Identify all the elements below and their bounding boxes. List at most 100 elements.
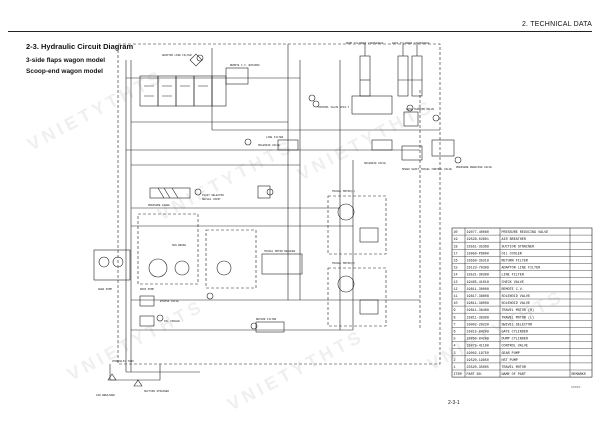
- parts-table-cell: 19551-35368: [467, 245, 489, 249]
- parts-table-header-cell: NAME OF PART: [502, 373, 526, 377]
- label-pressure-reducing: PRESSURE REDUCING VALVE: [456, 166, 492, 169]
- parts-table-cell: 13: [454, 281, 458, 285]
- section-header: 2. TECHNICAL DATA: [521, 21, 592, 28]
- parts-table-cell: TRAVEL MOTOR (R): [502, 308, 535, 313]
- label-air-breather: AIR BREATHER: [96, 394, 115, 397]
- parts-table-cell: PRESSURE REDUCING VALVE: [502, 231, 549, 235]
- page-title: 2-3. Hydraulic Circuit Diagram: [26, 42, 134, 51]
- parts-table-cell: 19860-84208: [467, 338, 489, 342]
- parts-table-cell: SWIVEL SELECTOR: [502, 323, 533, 327]
- parts-table-cell: DUMP CYLINDER: [502, 338, 528, 342]
- parts-table-cell: 16: [454, 260, 458, 264]
- parts-table-header-cell: REMARKS: [572, 373, 586, 377]
- parts-table-cell: 2: [454, 359, 456, 363]
- gate-cylinder-symbol: [397, 44, 423, 97]
- parts-table-cell: 19815-84208: [467, 331, 489, 335]
- page-number: 2-3-1: [448, 400, 460, 406]
- parts-table-cell: SOLENOID VALVE: [502, 302, 531, 306]
- parts-table-cell: GATE CYLINDER: [502, 331, 528, 335]
- speed-shift-valve-symbol: [401, 145, 423, 161]
- gate-tension-valve-symbol: [403, 111, 419, 127]
- parts-table-cell: GEAR PUMP: [502, 352, 520, 356]
- travel-motor-left-symbol: [327, 195, 387, 255]
- label-pilot-selector: PILOT SELECTOR: [202, 194, 224, 197]
- remote-cv-symbol: [225, 67, 249, 85]
- subtitle-scoop-end: Scoop-end wagon model: [26, 68, 103, 75]
- label-gate-cylinder: GATE CYLINDER VIG6500000: [392, 42, 430, 45]
- travel-motor-right-symbol: [327, 267, 387, 327]
- parts-table-cell: 19002-19750: [467, 352, 489, 356]
- parts-table-cell: 19123-70308: [467, 267, 489, 271]
- label-travel-motor-r: TRAVEL MOTOR(R): [332, 261, 356, 265]
- parts-table-cell: 9: [454, 309, 456, 313]
- label-travel-motor-l: TRAVEL MOTOR(L): [332, 189, 356, 193]
- label-feed-pump: FEED PUMP: [98, 288, 112, 291]
- parts-table-cell: 19811-38408: [467, 309, 489, 313]
- parts-table-cell: 19465-41018: [467, 281, 489, 285]
- parts-table-cell: 17: [454, 252, 458, 256]
- parts-table-cell: 18: [454, 245, 458, 249]
- parts-table-cell: AIR BREATHER: [502, 238, 526, 242]
- label-solenoid-valve: SOLENOID VALVE: [258, 144, 280, 147]
- parts-table-cell: 20: [454, 231, 458, 235]
- pilot-selector-symbol: [149, 187, 191, 199]
- parts-table-cell: LINE FILTER: [502, 274, 524, 278]
- circuit-boundary: [117, 43, 441, 365]
- parts-table-header-cell: PART NO.: [467, 373, 483, 377]
- parts-table-cell: 10: [454, 302, 458, 306]
- parts-table-cell: 23520-35005: [467, 366, 489, 370]
- hydraulic-tank-symbol: [109, 364, 161, 381]
- control-valve-bank: [139, 75, 227, 107]
- parts-table-cell: ADAPTOR LINE FILTER: [502, 267, 541, 271]
- parts-table-header-cell: ITEM: [454, 373, 462, 377]
- main-pump-group: [137, 213, 199, 285]
- parts-table-cell: 7: [454, 323, 456, 327]
- pressure-reducing-valve-symbol: [431, 139, 455, 157]
- main-pump-symbol: [148, 258, 168, 278]
- parts-table-cell: TRAVEL MOTOR (L): [502, 315, 535, 320]
- oil-cooler-symbol: [139, 315, 155, 327]
- parts-table-cell: HST PUMP: [502, 359, 518, 363]
- label-gate-tension: GATE TENSION VALVE: [406, 108, 434, 111]
- parts-table-cell: REMOTE C.V.: [502, 288, 524, 292]
- label-speed-shift: SPEED SHIFT TRAVEL CONTROL VALVE: [402, 168, 452, 171]
- parts-table-cell: 6: [454, 331, 456, 335]
- parts-table-cell: RETURN FILTER: [502, 260, 528, 264]
- parts-table-cell: 19811-30008: [467, 288, 489, 292]
- dump-cylinder-symbol: [359, 44, 371, 97]
- parts-table-cell: CHECK VALVE: [502, 281, 524, 285]
- parts-table-cell: 8: [454, 316, 456, 320]
- parts-table-cell: 5: [454, 338, 456, 342]
- label-bypass-valve: BYPASS VALVE: [160, 300, 179, 303]
- solenoid-valve-2-symbol: [371, 139, 393, 151]
- parts-table-cell: TRAVEL MOTOR: [502, 366, 526, 370]
- parts-table-cell: 19077-40060: [467, 231, 489, 235]
- label-control-valve: CONTROL VALVE VP01-7: [318, 106, 350, 109]
- parts-table-cell: 14: [454, 274, 458, 278]
- suction-strainer-symbol: [133, 379, 143, 387]
- line-filter-symbol: [257, 185, 271, 199]
- parts-table-cell: 19811-38008: [467, 302, 489, 306]
- label-main-pump: MAIN PUMP: [140, 288, 154, 291]
- parts-table-cell: 19811-38308: [467, 316, 489, 320]
- parts-table-cell: 15: [454, 267, 458, 271]
- parts-table-cell: 1: [454, 366, 456, 370]
- label-hydraulic-tank: HYDRAULIC TANK: [112, 360, 134, 363]
- parts-table-cell: OIL COOLER: [502, 252, 522, 256]
- parts-table-cell: 19875-41100: [467, 345, 489, 349]
- air-breather-symbol: [107, 373, 117, 381]
- parts-table-cell: 19520-19850: [467, 359, 489, 363]
- label-remote-cv: REMOTE C.V. BOYADOZ: [230, 64, 260, 67]
- parts-table-cell: 19950-P6000: [467, 252, 489, 256]
- header-rule: [8, 31, 592, 32]
- return-filter-symbol: [255, 321, 285, 333]
- parts-table-cell: 19002-29220: [467, 323, 489, 327]
- parts-table-cell: 19: [454, 238, 458, 242]
- parts-table-cell: 19817-38608: [467, 295, 489, 299]
- label-line-filter: LINE FILTER: [266, 136, 284, 139]
- solenoid-valve-symbol: [277, 139, 299, 151]
- travel-motor-reducer-box: [261, 253, 303, 275]
- label-pressure-gauge: PRESSURE GAUGE: [148, 204, 170, 207]
- label-return-filter: RETURN FILTER: [256, 318, 277, 321]
